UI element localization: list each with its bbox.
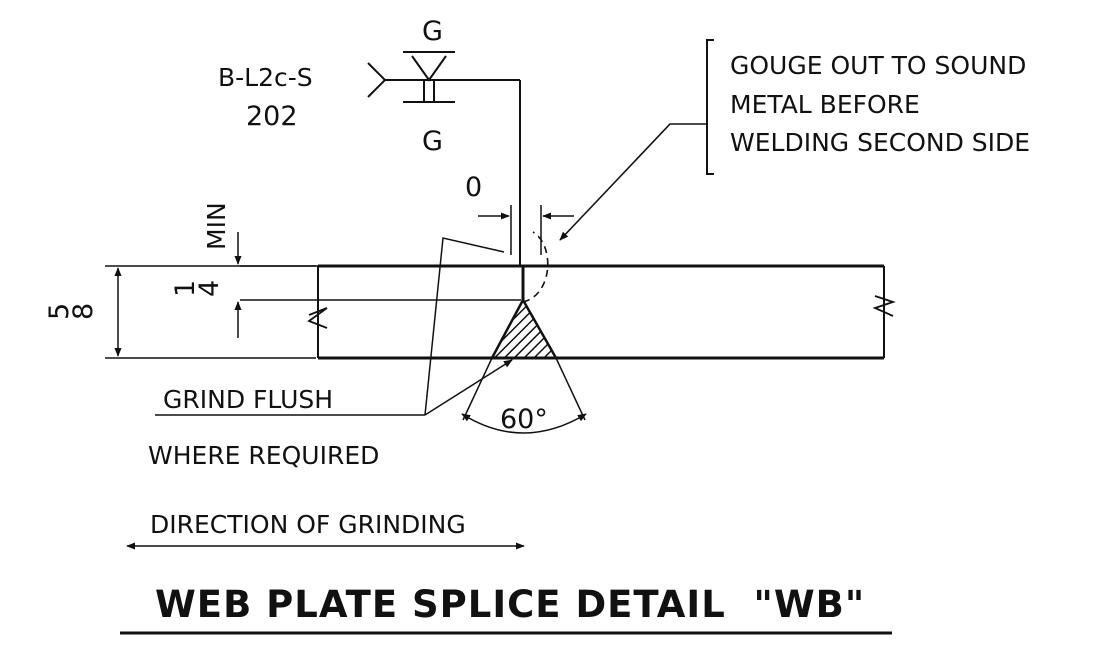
depth-dimension: MIN 4 1 bbox=[170, 202, 521, 338]
detail-title: WEB PLATE SPLICE DETAIL "WB" bbox=[120, 583, 892, 635]
joint-designation: B-L2c-S bbox=[218, 63, 313, 92]
title-text: WEB PLATE SPLICE DETAIL "WB" bbox=[155, 583, 865, 626]
grind-note: GRIND FLUSH WHERE REQUIRED DIRECTION OF … bbox=[126, 237, 525, 550]
groove-angle-dimension: 60° bbox=[461, 357, 587, 435]
gouge-note-line-1: GOUGE OUT TO SOUND bbox=[730, 51, 1026, 80]
grind-leader-lower bbox=[424, 359, 513, 416]
weld-symbol: G G B-L2c-S 202 bbox=[218, 16, 521, 265]
arrow-side-contour-label: G bbox=[422, 16, 443, 47]
note-bracket bbox=[706, 39, 714, 175]
root-opening-dimension: 0 bbox=[465, 172, 574, 255]
thickness-dimension: 8 5 bbox=[44, 265, 316, 359]
groove-weld-symbol bbox=[403, 51, 455, 103]
depth-numerator: 1 bbox=[170, 280, 201, 297]
back-gouge-outline bbox=[522, 231, 549, 303]
gouge-note: GOUGE OUT TO SOUND METAL BEFORE WELDING … bbox=[559, 39, 1030, 241]
right-break-mark bbox=[872, 295, 896, 317]
thickness-numerator: 5 bbox=[44, 303, 75, 320]
grind-leader-upper bbox=[424, 237, 505, 416]
web-plate bbox=[307, 231, 896, 360]
gouge-note-line-3: WELDING SECOND SIDE bbox=[730, 128, 1030, 157]
weld-symbol-tail bbox=[367, 62, 387, 98]
groove-angle-label: 60° bbox=[500, 404, 548, 435]
reference-number: 202 bbox=[246, 101, 298, 132]
depth-denominator: 4 bbox=[194, 280, 225, 297]
other-side-contour-label: G bbox=[422, 126, 443, 157]
grind-note-line-2: WHERE REQUIRED bbox=[148, 441, 379, 470]
left-break-mark bbox=[307, 307, 328, 329]
thickness-denominator: 8 bbox=[68, 303, 99, 320]
gouge-note-line-2: METAL BEFORE bbox=[730, 90, 920, 119]
min-label: MIN bbox=[202, 202, 231, 250]
hatched-weld-bead bbox=[489, 297, 559, 360]
grind-note-line-1: GRIND FLUSH bbox=[163, 385, 333, 414]
root-opening-label: 0 bbox=[465, 172, 482, 203]
grind-note-line-3: DIRECTION OF GRINDING bbox=[150, 510, 466, 539]
gouge-leader-arrow bbox=[559, 123, 707, 241]
